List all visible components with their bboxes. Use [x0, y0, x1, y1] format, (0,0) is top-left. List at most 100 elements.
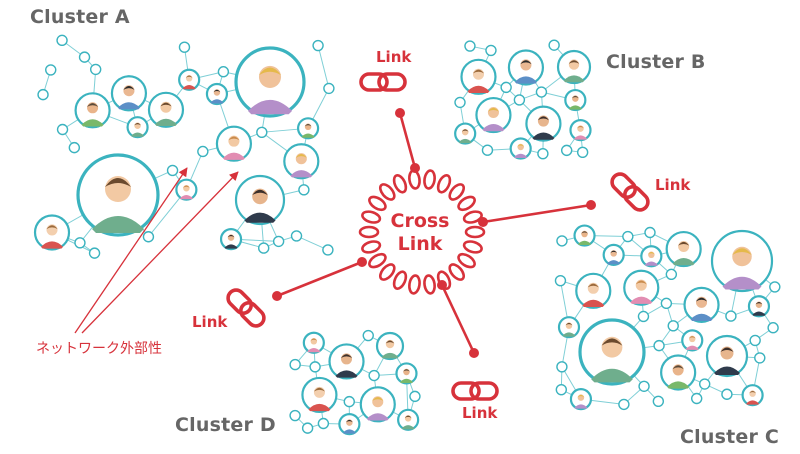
chain-link-ring — [408, 275, 420, 294]
person-node — [604, 245, 624, 265]
node-dot — [290, 411, 300, 421]
node-dot — [661, 298, 671, 308]
person-node — [559, 317, 579, 337]
node-dot — [465, 41, 475, 51]
node-dot — [369, 371, 379, 381]
person-node — [236, 176, 284, 224]
chain-link-ring — [423, 275, 435, 294]
person-node — [558, 51, 590, 83]
link-label-left: Link — [192, 313, 227, 331]
cluster-c-nodes — [555, 226, 779, 410]
connector-dot — [272, 291, 282, 301]
chain-link-icon — [225, 287, 267, 329]
node-dot — [75, 238, 85, 248]
node-dot — [38, 90, 48, 100]
cluster-a-title: Cluster A — [30, 6, 130, 28]
node-dot — [290, 360, 300, 370]
hub-connector — [400, 113, 415, 168]
person-node — [339, 414, 359, 434]
person-node — [749, 296, 769, 316]
node-dot — [557, 362, 567, 372]
connector-dot — [395, 108, 405, 118]
person-node — [179, 70, 199, 90]
node-dot — [259, 243, 269, 253]
person-node — [398, 410, 418, 430]
person-node — [707, 336, 747, 376]
node-dot — [58, 124, 68, 134]
node-dot — [514, 95, 524, 105]
node-dot — [257, 127, 267, 137]
node-dot — [726, 311, 736, 321]
person-node — [284, 144, 318, 178]
node-dot — [324, 83, 334, 93]
cluster-d-title: Cluster D — [175, 414, 276, 436]
person-node — [526, 107, 560, 141]
hub-connector — [442, 285, 474, 353]
node-dot — [486, 45, 496, 55]
chain-link-ring — [463, 240, 483, 255]
person-node — [176, 180, 196, 200]
person-node — [78, 155, 158, 235]
node-dot — [645, 227, 655, 237]
node-dot — [69, 143, 79, 153]
chain-link-ring — [423, 170, 435, 189]
person-node — [76, 93, 110, 127]
person-node — [661, 355, 695, 389]
node-dot — [750, 335, 760, 345]
node-dot — [578, 147, 588, 157]
node-dot — [292, 231, 302, 241]
node-dot — [318, 418, 328, 428]
node-dot — [344, 397, 354, 407]
node-dot — [638, 311, 648, 321]
person-node — [302, 378, 336, 412]
link-label-bottom: Link — [462, 404, 497, 422]
person-node — [576, 274, 610, 308]
node-dot — [310, 362, 320, 372]
node-dot — [46, 65, 56, 75]
node-dot — [501, 82, 511, 92]
cluster-c-title: Cluster C — [680, 426, 779, 448]
person-node — [565, 90, 585, 110]
node-dot — [198, 146, 208, 156]
node-dot — [654, 341, 664, 351]
person-node — [511, 138, 531, 158]
node-dot — [313, 41, 323, 51]
node-dot — [455, 97, 465, 107]
person-node — [624, 271, 658, 305]
node-dot — [639, 381, 649, 391]
node-dot — [91, 64, 101, 74]
node-dot — [555, 276, 565, 286]
node-dot — [700, 379, 710, 389]
connector-dot — [478, 217, 488, 227]
node-dot — [80, 52, 90, 62]
person-node — [112, 76, 146, 110]
node-dot — [410, 391, 420, 401]
person-node — [236, 48, 304, 116]
node-dot — [722, 389, 732, 399]
node-dot — [274, 236, 284, 246]
node-dot — [143, 232, 153, 242]
person-node — [685, 288, 719, 322]
node-dot — [666, 269, 676, 279]
network-externality-label: ネットワーク外部性 — [36, 338, 162, 358]
cluster-d-nodes — [290, 331, 420, 435]
person-node — [35, 215, 69, 249]
node-dot — [323, 245, 333, 255]
node-dot — [619, 399, 629, 409]
connector-dot — [410, 163, 420, 173]
hub-connector — [483, 205, 591, 222]
person-node — [575, 226, 595, 246]
node-dot — [668, 321, 678, 331]
node-dot — [168, 165, 178, 175]
person-node — [570, 120, 590, 140]
connector-dot — [586, 200, 596, 210]
cross-link-line1: Cross — [375, 210, 465, 233]
link-label-right: Link — [655, 176, 690, 194]
connector-dot — [357, 257, 367, 267]
person-node — [667, 232, 701, 266]
person-node — [221, 229, 241, 249]
cluster-b-title: Cluster B — [606, 51, 706, 73]
node-dot — [363, 331, 373, 341]
node-dot — [562, 145, 572, 155]
node-dot — [536, 87, 546, 97]
